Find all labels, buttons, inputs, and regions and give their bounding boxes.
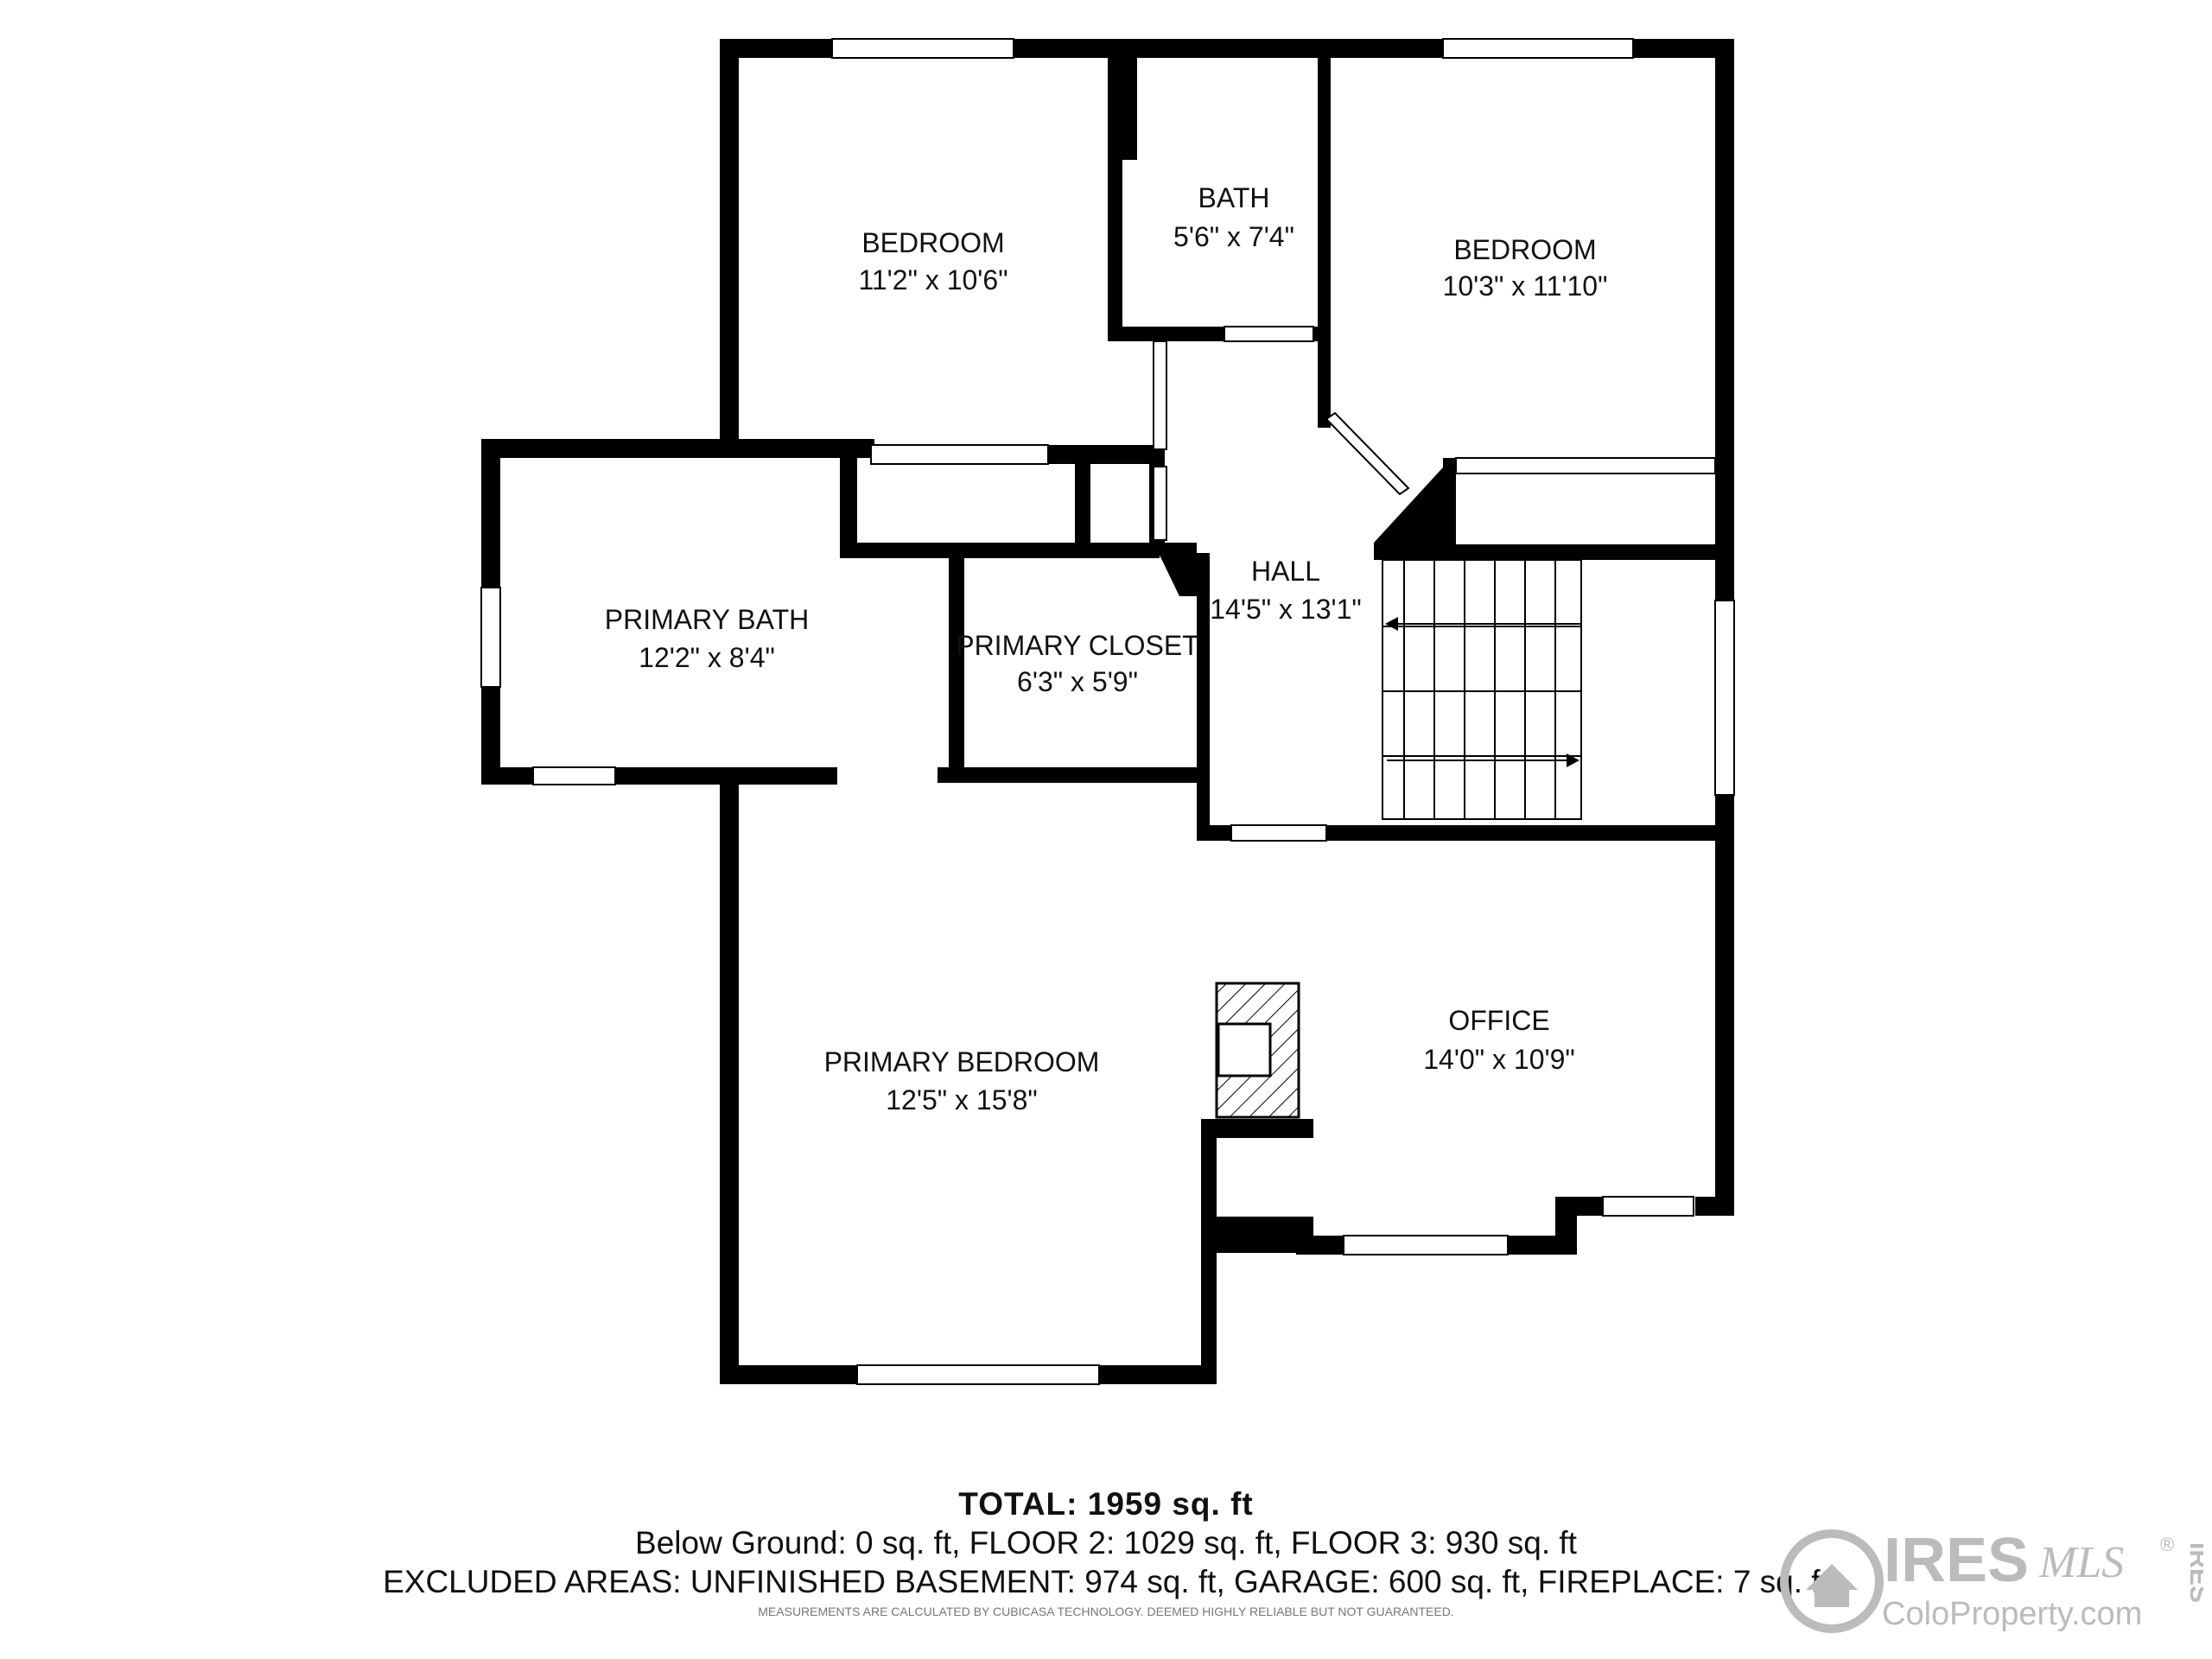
room-dims: 11'2" x 10'6" <box>858 264 1007 296</box>
logo-url: ColoProperty.com <box>1882 1596 2142 1632</box>
logo-mls: MLS <box>2038 1538 2124 1587</box>
room-primary-bath: PRIMARY BATH 12'2" x 8'4" <box>605 604 810 673</box>
room-primary-bedroom: PRIMARY BEDROOM 12'5" x 15'8" <box>824 1046 1100 1116</box>
room-dims: 6'3" x 5'9" <box>1017 666 1138 697</box>
room-dims: 5'6" x 7'4" <box>1173 221 1294 252</box>
room-hall: HALL 14'5" x 13'1" <box>1210 556 1362 625</box>
logo-brand: IRES <box>1884 1526 2029 1595</box>
ires-logo: IRES MLS ColoProperty.com ® IRES <box>1780 1526 2203 1633</box>
room-dims: 14'0" x 10'9" <box>1423 1044 1575 1075</box>
room-name: BEDROOM <box>1453 234 1596 265</box>
windows <box>480 38 1735 1385</box>
house-circle-icon <box>1780 1529 1884 1633</box>
fireplace <box>1215 982 1300 1119</box>
house-icon <box>1806 1564 1858 1607</box>
room-dims: 14'5" x 13'1" <box>1210 594 1362 625</box>
room-dims: 12'2" x 8'4" <box>639 642 775 673</box>
room-name: PRIMARY BATH <box>605 604 810 635</box>
room-bath: BATH 5'6" x 7'4" <box>1173 182 1294 252</box>
diagonal-door <box>1325 411 1410 496</box>
room-name: PRIMARY BEDROOM <box>824 1046 1100 1077</box>
room-bedroom-left: BEDROOM 11'2" x 10'6" <box>858 227 1007 296</box>
staircase <box>1382 559 1582 820</box>
room-dims: 12'5" x 15'8" <box>886 1084 1038 1116</box>
disclaimer: MEASUREMENTS ARE CALCULATED BY CUBICASA … <box>758 1605 1454 1618</box>
room-name: BEDROOM <box>861 227 1004 258</box>
room-name: BATH <box>1198 182 1270 213</box>
logo-side-text: IRES <box>2184 1542 2203 1603</box>
logo-registered: ® <box>2160 1534 2174 1555</box>
room-name: PRIMARY CLOSET <box>956 630 1199 661</box>
walls <box>481 39 1734 1384</box>
room-dims: 10'3" x 11'10" <box>1443 270 1608 302</box>
room-name: OFFICE <box>1448 1005 1549 1036</box>
total-area: TOTAL: 1959 sq. ft <box>958 1486 1254 1522</box>
floor-areas: Below Ground: 0 sq. ft, FLOOR 2: 1029 sq… <box>635 1525 1577 1560</box>
stair-arrows <box>1385 617 1580 767</box>
room-bedroom-right: BEDROOM 10'3" x 11'10" <box>1443 234 1608 302</box>
excluded-areas: EXCLUDED AREAS: UNFINISHED BASEMENT: 974… <box>383 1564 1829 1599</box>
room-office: OFFICE 14'0" x 10'9" <box>1423 1005 1575 1075</box>
room-primary-closet: PRIMARY CLOSET 6'3" x 5'9" <box>956 630 1199 697</box>
room-name: HALL <box>1251 556 1320 587</box>
